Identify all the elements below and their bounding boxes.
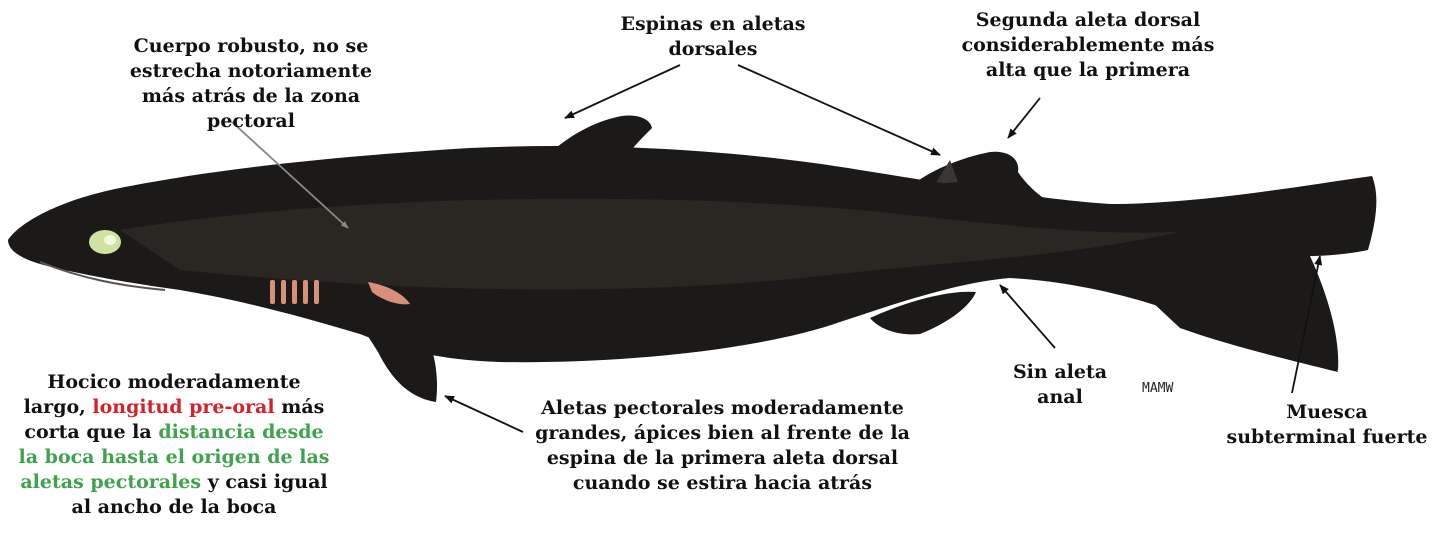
label-notch: Muesca subterminal fuerte [1222, 400, 1432, 450]
artist-signature: MAMW [1142, 381, 1173, 396]
arrow-spine-2 [738, 65, 940, 155]
shark [8, 116, 1376, 403]
label-second-dorsal: Segunda aleta dorsal considerablemente m… [938, 8, 1238, 83]
label-pectoral: Aletas pectorales moderadamente grandes,… [525, 396, 920, 496]
arrow-no-anal [1000, 285, 1055, 348]
label-body: Cuerpo robusto, no se estrecha notoriame… [106, 34, 396, 134]
label-snout: Hocico moderadamente largo, longitud pre… [14, 370, 334, 520]
arrow-second-dorsal [1008, 98, 1040, 138]
label-spines: Espinas en aletas dorsales [598, 12, 828, 62]
arrow-pectoral [445, 396, 523, 432]
arrow-spine-1 [565, 65, 680, 118]
label-no-anal: Sin aleta anal [1010, 360, 1110, 410]
snout-pre-oral-length: longitud pre-oral [92, 396, 274, 418]
eye-highlight [104, 235, 116, 245]
